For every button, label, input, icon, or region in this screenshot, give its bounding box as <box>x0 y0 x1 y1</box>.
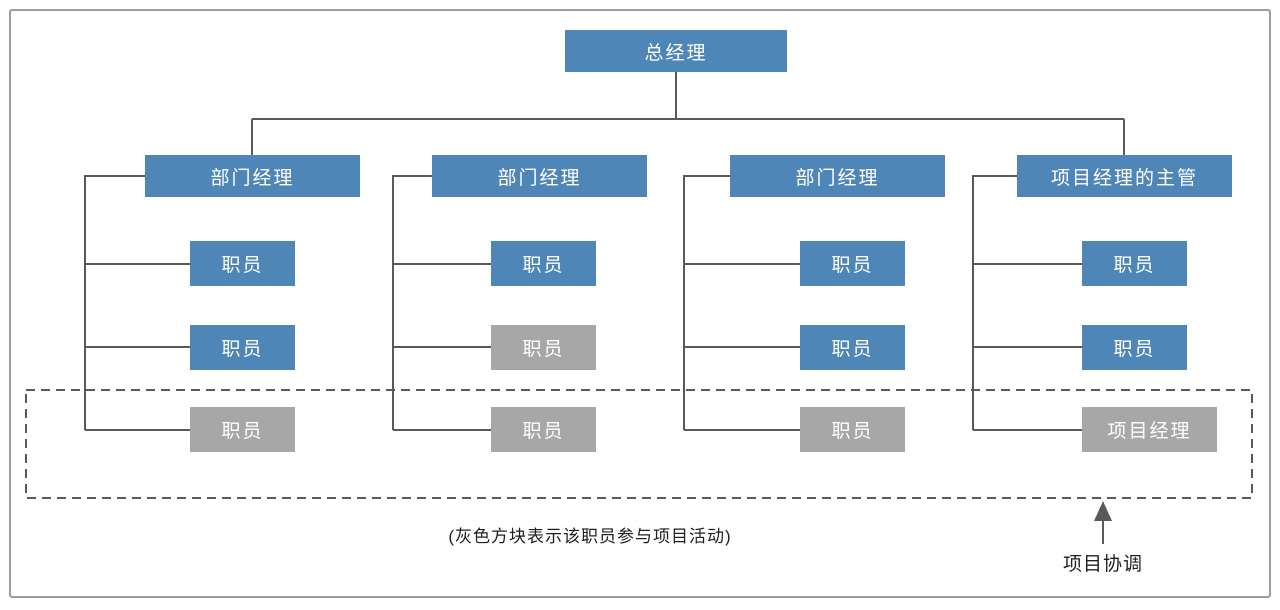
node-general-manager: 总经理 <box>565 30 787 72</box>
col4-spine <box>972 175 1017 430</box>
node-staff-c2-r3: 职员 <box>491 407 596 452</box>
node-staff-c4-r1: 职员 <box>1082 241 1187 286</box>
col2-spine <box>392 175 432 430</box>
node-dept-manager-3: 部门经理 <box>730 155 945 197</box>
node-staff-c3-r3: 职员 <box>800 407 905 452</box>
outer-frame <box>9 9 1271 598</box>
col1-spine <box>84 175 145 430</box>
node-staff-c4-r2: 职员 <box>1082 325 1187 370</box>
node-staff-c1-r3: 职员 <box>190 407 295 452</box>
node-dept-manager-2: 部门经理 <box>432 155 647 197</box>
legend-caption: (灰色方块表示该职员参与项目活动) <box>448 527 732 546</box>
node-staff-c1-r1: 职员 <box>190 241 295 286</box>
node-staff-c2-r1: 职员 <box>491 241 596 286</box>
node-project-manager: 项目经理 <box>1082 407 1217 452</box>
node-staff-c3-r1: 职员 <box>800 241 905 286</box>
node-dept-manager-1: 部门经理 <box>145 155 360 197</box>
node-pm-supervisor: 项目经理的主管 <box>1017 155 1232 197</box>
project-coordination-label: 项目协调 <box>1062 554 1143 575</box>
node-staff-c2-r2: 职员 <box>491 325 596 370</box>
project-boundary-dashed-box <box>25 389 1253 499</box>
node-staff-c3-r2: 职员 <box>800 325 905 370</box>
col3-spine <box>683 175 730 430</box>
node-staff-c1-r2: 职员 <box>190 325 295 370</box>
arrow-up-icon <box>1094 501 1112 544</box>
